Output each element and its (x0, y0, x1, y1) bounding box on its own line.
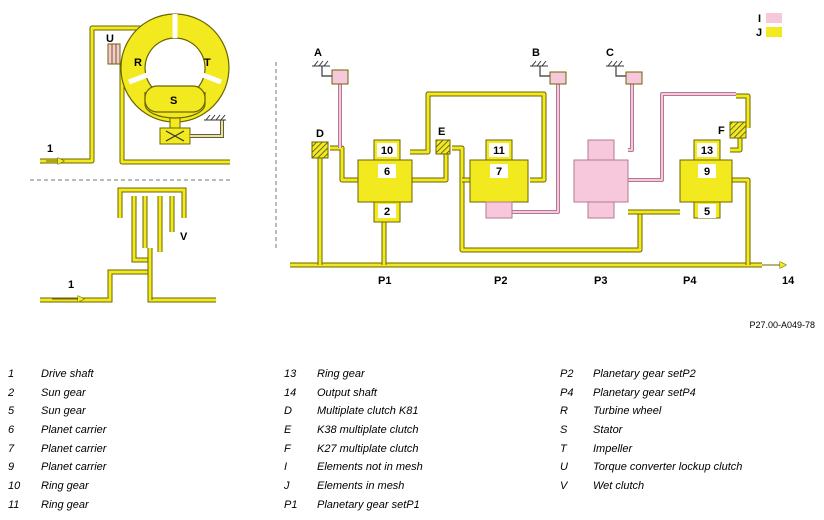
reference-code: P27.00-A049-78 (749, 320, 815, 330)
clutch-E (435, 139, 451, 155)
legend-key: S (560, 424, 568, 436)
legend-desc: Sun gear (41, 405, 86, 417)
legend-desc: Stator (593, 424, 623, 436)
key-in-mesh-letter: J (756, 27, 762, 39)
key-not-in-mesh-letter: I (758, 13, 761, 25)
label-A: A (314, 47, 322, 59)
legend-key: 10 (8, 480, 21, 492)
legend-desc: Ring gear (41, 499, 89, 511)
legend-key: 2 (8, 387, 15, 399)
lockup-clutch (107, 43, 121, 65)
legend-key: 7 (8, 443, 15, 455)
label-T: T (204, 57, 211, 69)
legend-key: J (284, 480, 290, 492)
legend-key: 9 (8, 461, 15, 473)
label-ring-gear-10: 10 (381, 145, 393, 157)
legend-desc: Wet clutch (593, 480, 645, 492)
legend-desc: Elements not in mesh (317, 461, 423, 473)
legend-key: U (560, 461, 568, 473)
legend-key: R (560, 405, 568, 417)
legend-desc: Planet carrier (41, 424, 107, 436)
input-shaft-label-bottom: 1 (68, 279, 74, 291)
label-P1: P1 (378, 275, 391, 287)
legend-desc: Planetary gear setP2 (593, 368, 696, 380)
legend-desc: K27 multiplate clutch (317, 443, 419, 455)
label-U: U (106, 33, 114, 45)
torque-converter (40, 13, 230, 165)
label-sun-gear-5: 5 (704, 206, 710, 218)
brake-A (312, 60, 349, 85)
label-V: V (180, 231, 188, 243)
label-sun-gear-2: 2 (384, 206, 390, 218)
label-C: C (606, 47, 614, 59)
legend-key: 5 (8, 405, 15, 417)
clutch-F (729, 121, 747, 139)
wet-clutch (40, 187, 216, 303)
key-in-mesh-swatch (766, 27, 782, 37)
label-S: S (170, 95, 177, 107)
label-R: R (134, 57, 142, 69)
planetary-set-P3 (573, 139, 629, 219)
input-shaft-label-top: 1 (47, 143, 53, 155)
legend-desc: Planetary gear setP1 (317, 499, 420, 511)
legend-desc: Sun gear (41, 387, 86, 399)
legend-key: I (284, 461, 288, 473)
legend-key: F (284, 443, 291, 455)
legend-desc: Planet carrier (41, 443, 107, 455)
legend-desc: Planetary gear setP4 (593, 387, 696, 399)
legend-key: 1 (8, 368, 15, 380)
legend-desc: Planet carrier (41, 461, 107, 473)
label-P2: P2 (494, 275, 507, 287)
label-P4: P4 (683, 275, 697, 287)
label-ring-gear-11: 11 (493, 145, 505, 157)
legend-key: T (560, 443, 567, 455)
legend-desc: K38 multiplate clutch (317, 424, 419, 436)
brake-B (530, 60, 567, 85)
label-planet-carrier-7: 7 (496, 166, 502, 178)
legend-desc: Turbine wheel (593, 405, 662, 417)
legend-desc: Impeller (593, 443, 633, 455)
brake-C (606, 60, 643, 85)
label-P3: P3 (594, 275, 607, 287)
label-planet-carrier-9: 9 (704, 166, 710, 178)
label-D: D (316, 128, 324, 140)
legend-desc: Torque converter lockup clutch (593, 461, 743, 473)
label-ring-gear-13: 13 (701, 145, 713, 157)
legend-key: V (560, 480, 568, 492)
label-F: F (718, 125, 725, 137)
label-E: E (438, 126, 445, 138)
legend-key: P2 (560, 368, 574, 380)
label-planet-carrier-6: 6 (384, 166, 390, 178)
gearbox-linkages (290, 91, 762, 268)
not-in-mesh-linkages (338, 80, 736, 214)
legend-key: 6 (8, 424, 15, 436)
legend-desc: Elements in mesh (317, 480, 405, 492)
legend-key: E (284, 424, 292, 436)
legend-key: 14 (284, 387, 297, 399)
clutch-D (311, 141, 329, 159)
legend-desc: Ring gear (317, 368, 365, 380)
legend-key: 11 (8, 499, 20, 511)
key-not-in-mesh-swatch (766, 13, 782, 23)
legend-desc: Output shaft (317, 387, 377, 399)
legend-key: D (284, 405, 292, 417)
legend-key: P4 (560, 387, 574, 399)
label-B: B (532, 47, 540, 59)
legend-key: P1 (284, 499, 298, 511)
legend-key: 13 (284, 368, 297, 380)
output-shaft-label: 14 (782, 275, 795, 287)
legend-desc: Multiplate clutch K81 (317, 405, 419, 417)
legend-desc: Ring gear (41, 480, 89, 492)
legend-desc: Drive shaft (41, 368, 94, 380)
